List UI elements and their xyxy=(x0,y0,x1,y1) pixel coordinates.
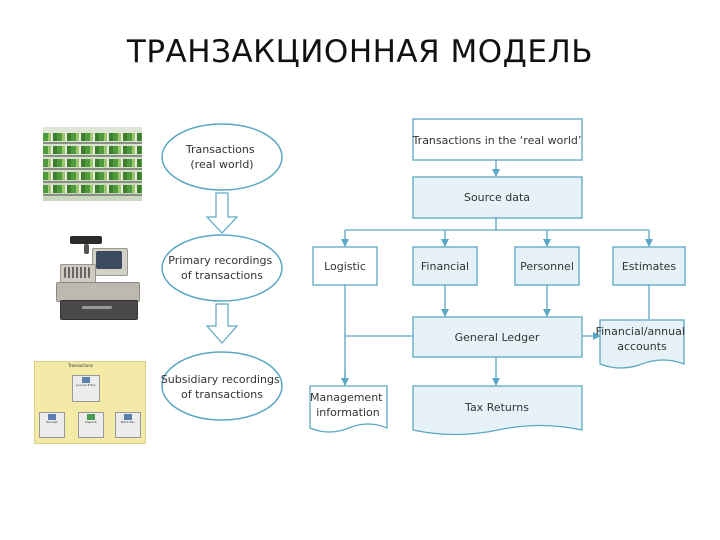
label-logistic: Logistic xyxy=(324,260,366,273)
label-general-ledger: General Ledger xyxy=(455,331,540,344)
right-flow xyxy=(309,118,686,436)
journal-icon xyxy=(82,377,90,383)
doc-management-information xyxy=(309,385,388,433)
left-arrow-1 xyxy=(205,192,239,234)
label-transactions-real-world: Transactions in the ‘real world’ xyxy=(412,134,582,147)
node-primary-recordings-label: Primary recordings of transactions xyxy=(168,254,275,282)
doc-financial-accounts xyxy=(599,319,685,369)
bank-icon xyxy=(124,414,132,420)
label-source-data: Source data xyxy=(464,191,530,204)
box-transactions-real-world xyxy=(412,118,583,161)
label-management-information: Management information xyxy=(310,391,386,419)
menu-button-receipt: Receipt xyxy=(39,412,65,438)
box-personnel xyxy=(514,246,580,286)
left-arrow-2 xyxy=(205,303,239,344)
right-flow-labels: Transactions in the ‘real world’ Source … xyxy=(310,134,689,419)
box-financial xyxy=(412,246,478,286)
label-personnel: Personnel xyxy=(520,260,574,273)
menu-button-journal: Journal Entry xyxy=(72,375,100,402)
box-logistic xyxy=(312,246,378,286)
label-financial-accounts: Financial/annual accounts xyxy=(596,325,689,353)
slide-title: ТРАНЗАКЦИОННАЯ МОДЕЛЬ xyxy=(126,34,594,70)
label-tax-returns: Tax Returns xyxy=(464,401,529,414)
menu-button-deposit: Deposit xyxy=(78,412,104,438)
box-general-ledger xyxy=(412,316,583,358)
menu-title: Transactions xyxy=(68,363,93,368)
node-subsidiary-recordings xyxy=(161,351,283,421)
left-flow: Transactions (real world) Primary record… xyxy=(161,123,283,421)
doc-tax-returns xyxy=(412,385,583,436)
deposit-icon xyxy=(87,414,95,420)
menu-button-bank: Bank Rec xyxy=(115,412,141,438)
node-transactions-label: Transactions (real world) xyxy=(185,143,258,171)
label-financial: Financial xyxy=(421,260,469,273)
cash-register-photo xyxy=(52,232,142,324)
node-subsidiary-recordings-label: Subsidiary recordings of transactions xyxy=(161,373,283,401)
receipt-icon xyxy=(48,414,56,420)
label-estimates: Estimates xyxy=(622,260,677,273)
box-source-data xyxy=(412,176,583,219)
box-estimates xyxy=(612,246,686,286)
node-transactions xyxy=(161,123,283,191)
pos-menu-screenshot: Transactions Journal Entry Receipt Depos… xyxy=(34,361,146,444)
node-primary-recordings xyxy=(161,234,283,302)
store-shelves-photo xyxy=(43,127,142,201)
